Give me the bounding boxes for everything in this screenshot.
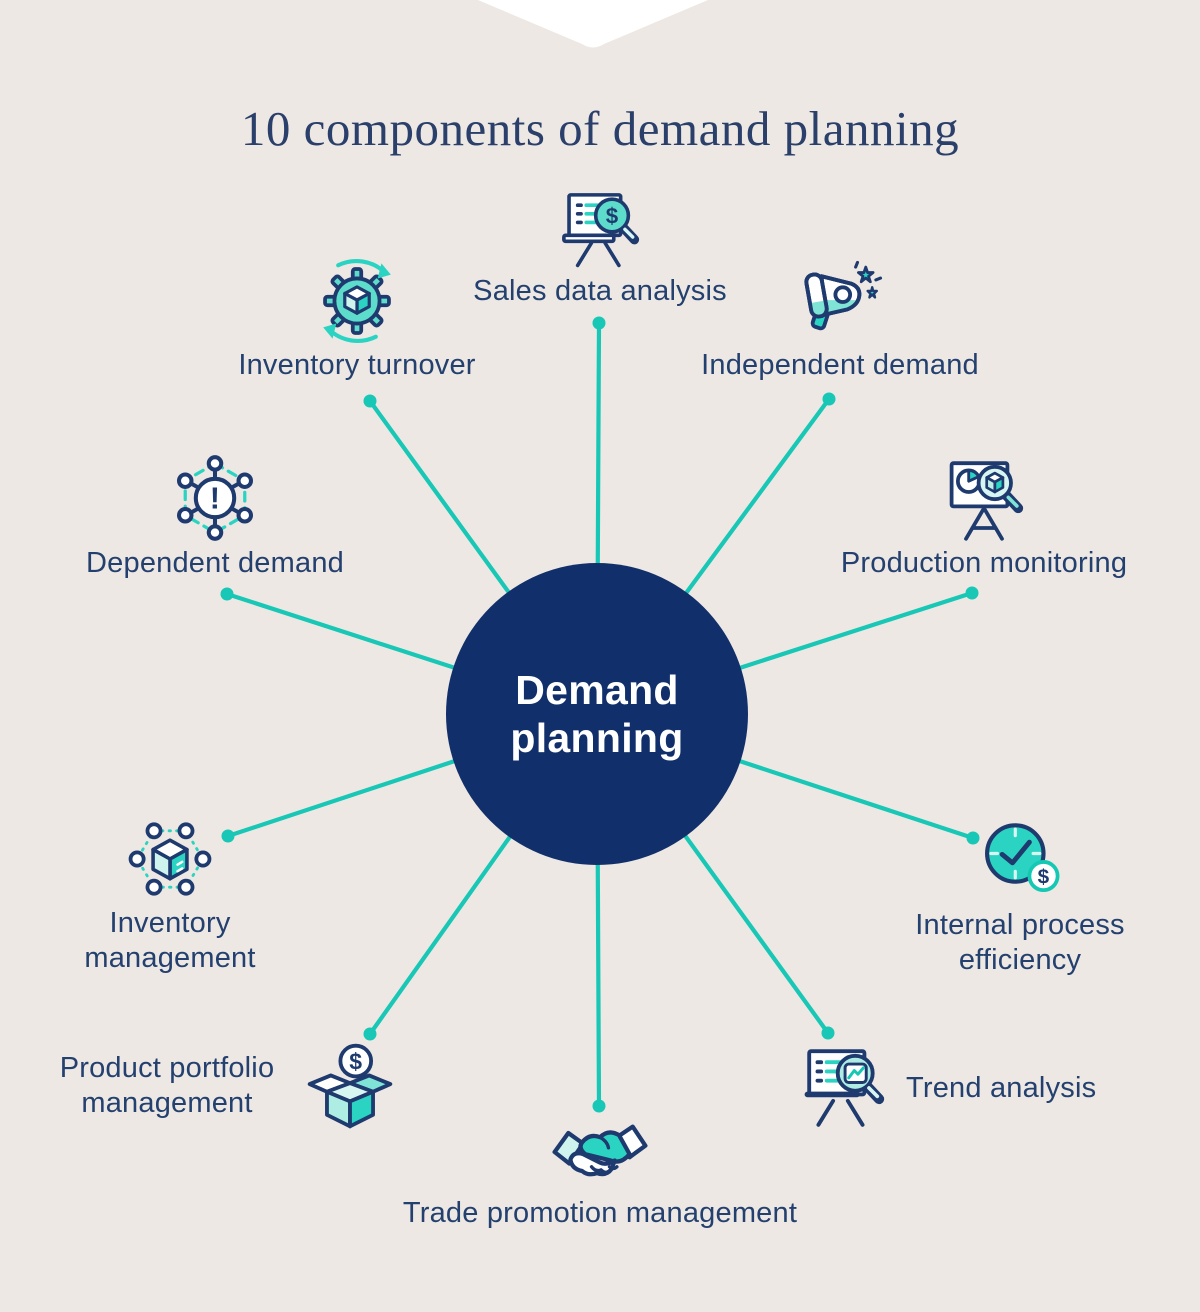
- node-label: Internal process efficiency: [915, 909, 1125, 976]
- node-label: Dependent demand: [86, 547, 344, 579]
- spoke-dot: [592, 1099, 606, 1113]
- svg-text:$: $: [349, 1049, 362, 1075]
- spoke-dot: [821, 1026, 835, 1040]
- spoke-dot: [966, 831, 980, 845]
- node-production-monitoring: Production monitoring: [814, 456, 1154, 581]
- page-title: 10 components of demand planning: [240, 101, 960, 156]
- svg-text:$: $: [606, 203, 619, 228]
- node-label: Sales data analysis: [473, 275, 727, 307]
- node-label: Trend analysis: [906, 1071, 1097, 1104]
- spoke-dot: [822, 392, 836, 406]
- hub-label-line1: Demand: [515, 666, 679, 713]
- clock-dollar-icon: $: [985, 823, 1060, 893]
- spoke-dot: [592, 316, 606, 330]
- node-label: Independent demand: [701, 349, 979, 381]
- svg-text:!: !: [210, 481, 220, 516]
- node-inventory-management: Inventory management: [20, 812, 320, 976]
- node-label: Trade promotion management: [402, 1197, 798, 1229]
- node-label: Product portfolio management: [59, 1052, 275, 1119]
- open-box-dollar-icon: $: [307, 1043, 393, 1129]
- node-inventory-turnover: Inventory turnover: [187, 254, 527, 383]
- package-network-icon: [128, 822, 212, 896]
- node-label: Inventory management: [84, 907, 256, 974]
- node-product-portfolio-management: Product portfolio management $: [32, 1038, 398, 1134]
- spoke-dot: [363, 1027, 377, 1041]
- node-sales-data-analysis: $ Sales data analysis: [430, 188, 770, 309]
- megaphone-icon: [804, 260, 883, 331]
- spoke-dot: [363, 394, 377, 408]
- gear-cycle-icon: [323, 259, 391, 343]
- presentation-trend-magnifier-icon: [804, 1049, 885, 1127]
- handshake-icon: [552, 1124, 648, 1177]
- node-trend-analysis: Trend analysis: [800, 1042, 1096, 1134]
- presentation-dollar-magnifier-icon: $: [562, 193, 640, 268]
- top-notch: [478, 0, 708, 48]
- node-internal-process-efficiency: $ Internal process efficiency: [860, 814, 1180, 978]
- node-label: Inventory turnover: [238, 349, 476, 381]
- hub-circle: Demand planning: [446, 563, 748, 865]
- hub-label-line2: planning: [510, 715, 684, 761]
- presentation-pie-cube-magnifier-icon: [949, 461, 1024, 541]
- spoke-dot: [221, 829, 235, 843]
- alert-network-icon: !: [176, 455, 254, 541]
- node-independent-demand: Independent demand: [670, 256, 1010, 383]
- node-dependent-demand: ! Dependent demand: [45, 450, 385, 581]
- svg-text:$: $: [1038, 866, 1050, 889]
- spoke-dot: [220, 587, 234, 601]
- node-trade-promotion-management: Trade promotion management: [380, 1114, 820, 1231]
- node-label: Production monitoring: [840, 547, 1128, 579]
- spoke-dot: [965, 586, 979, 600]
